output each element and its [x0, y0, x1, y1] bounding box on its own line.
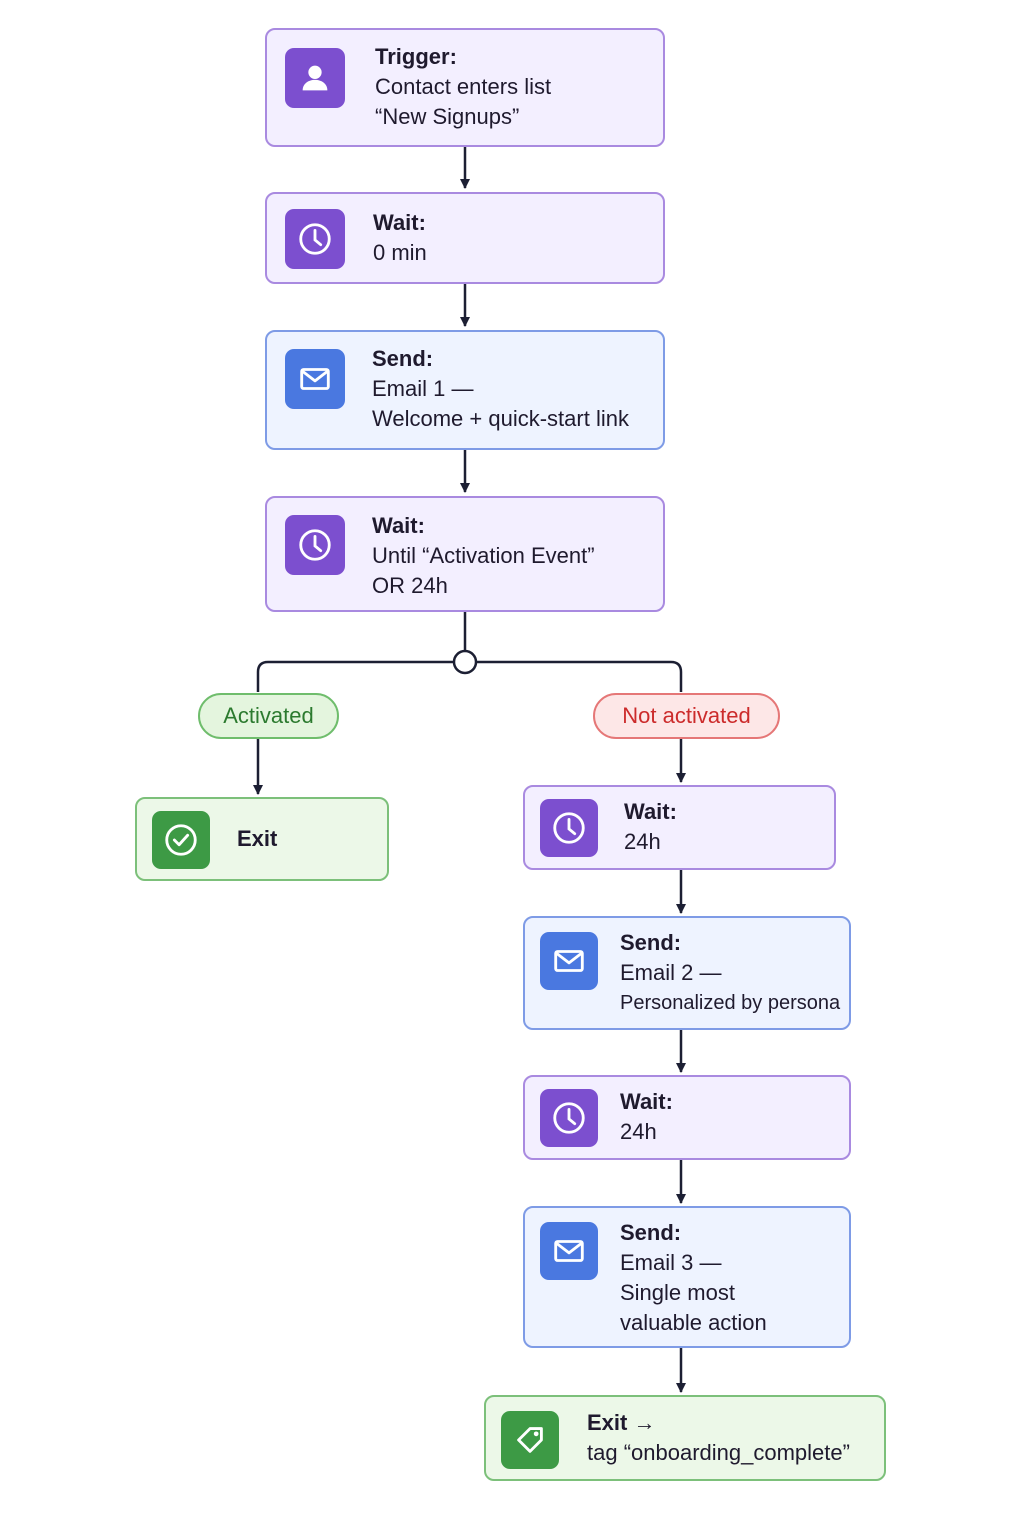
send-email-2-line-2: Personalized by persona — [620, 992, 841, 1014]
send-email-3-line-1: Email 3 — — [620, 1250, 722, 1275]
branch-line-right — [476, 660, 683, 692]
branch-not-activated-label[interactable]: Not activated — [593, 693, 780, 739]
trigger-node[interactable]: Trigger: Contact enters list “New Signup… — [265, 28, 665, 147]
user-icon — [285, 48, 345, 108]
exit-tag-line-1: tag “onboarding_complete” — [587, 1440, 850, 1465]
trigger-title: Trigger: — [375, 44, 457, 69]
branch-line-left — [256, 660, 454, 692]
send-email-2-line-1: Email 2 — — [620, 960, 722, 985]
mail-icon — [540, 932, 598, 990]
clock-icon — [285, 209, 345, 269]
mail-icon — [540, 1222, 598, 1280]
trigger-line-2: “New Signups” — [375, 104, 520, 129]
wait-24h-a-line-1: 24h — [624, 829, 661, 854]
wait-activation-text: Wait: Until “Activation Event” OR 24h — [372, 511, 595, 601]
send-email-3-title: Send: — [620, 1220, 682, 1245]
exit-tag-title: Exit → — [587, 1410, 656, 1435]
wait-24h-a-title: Wait: — [624, 799, 677, 824]
wait-0min-title: Wait: — [373, 210, 426, 235]
trigger-text: Trigger: Contact enters list “New Signup… — [375, 42, 551, 132]
send-email-1-line-1: Email 1 — — [372, 376, 474, 401]
send-email-1-title: Send: — [372, 346, 434, 371]
send-email-2-title: Send: — [620, 930, 682, 955]
split-node — [452, 649, 478, 675]
send-email-1-text: Send: Email 1 — Welcome + quick-start li… — [372, 344, 629, 434]
send-email-2-node[interactable]: Send: Email 2 — Personalized by persona — [523, 916, 851, 1030]
send-email-3-line-2: Single most — [620, 1280, 735, 1305]
trigger-line-1: Contact enters list — [375, 74, 552, 99]
wait-activation-line-1: Until “Activation Event” — [372, 543, 595, 568]
clock-icon — [540, 1089, 598, 1147]
send-email-2-text: Send: Email 2 — Personalized by persona — [620, 928, 840, 1018]
exit-activated-text: Exit — [237, 824, 277, 854]
wait-24h-b-text: Wait: 24h — [620, 1087, 673, 1147]
send-email-1-line-2: Welcome + quick-start link — [372, 406, 629, 431]
wait-0min-node[interactable]: Wait: 0 min — [265, 192, 665, 284]
wait-0min-line-1: 0 min — [373, 240, 427, 265]
wait-activation-node[interactable]: Wait: Until “Activation Event” OR 24h — [265, 496, 665, 612]
exit-activated-node[interactable]: Exit — [135, 797, 389, 881]
send-email-1-node[interactable]: Send: Email 1 — Welcome + quick-start li… — [265, 330, 665, 450]
wait-24h-b-node[interactable]: Wait: 24h — [523, 1075, 851, 1160]
wait-24h-b-title: Wait: — [620, 1089, 673, 1114]
wait-24h-b-line-1: 24h — [620, 1119, 657, 1144]
send-email-3-line-3: valuable action — [620, 1310, 767, 1335]
wait-0min-text: Wait: 0 min — [373, 208, 427, 268]
check-circle-icon — [152, 811, 210, 869]
clock-icon — [540, 799, 598, 857]
wait-24h-a-text: Wait: 24h — [624, 797, 677, 857]
branch-activated-label[interactable]: Activated — [198, 693, 339, 739]
exit-tag-text: Exit → tag “onboarding_complete” — [587, 1408, 850, 1468]
clock-icon — [285, 515, 345, 575]
mail-icon — [285, 349, 345, 409]
exit-activated-title: Exit — [237, 826, 278, 851]
send-email-3-text: Send: Email 3 — Single most valuable act… — [620, 1218, 767, 1338]
wait-24h-a-node[interactable]: Wait: 24h — [523, 785, 836, 870]
tag-icon — [501, 1411, 559, 1469]
wait-activation-line-2: OR 24h — [372, 573, 448, 598]
wait-activation-title: Wait: — [372, 513, 425, 538]
send-email-3-node[interactable]: Send: Email 3 — Single most valuable act… — [523, 1206, 851, 1348]
exit-tag-node[interactable]: Exit → tag “onboarding_complete” — [484, 1395, 886, 1481]
